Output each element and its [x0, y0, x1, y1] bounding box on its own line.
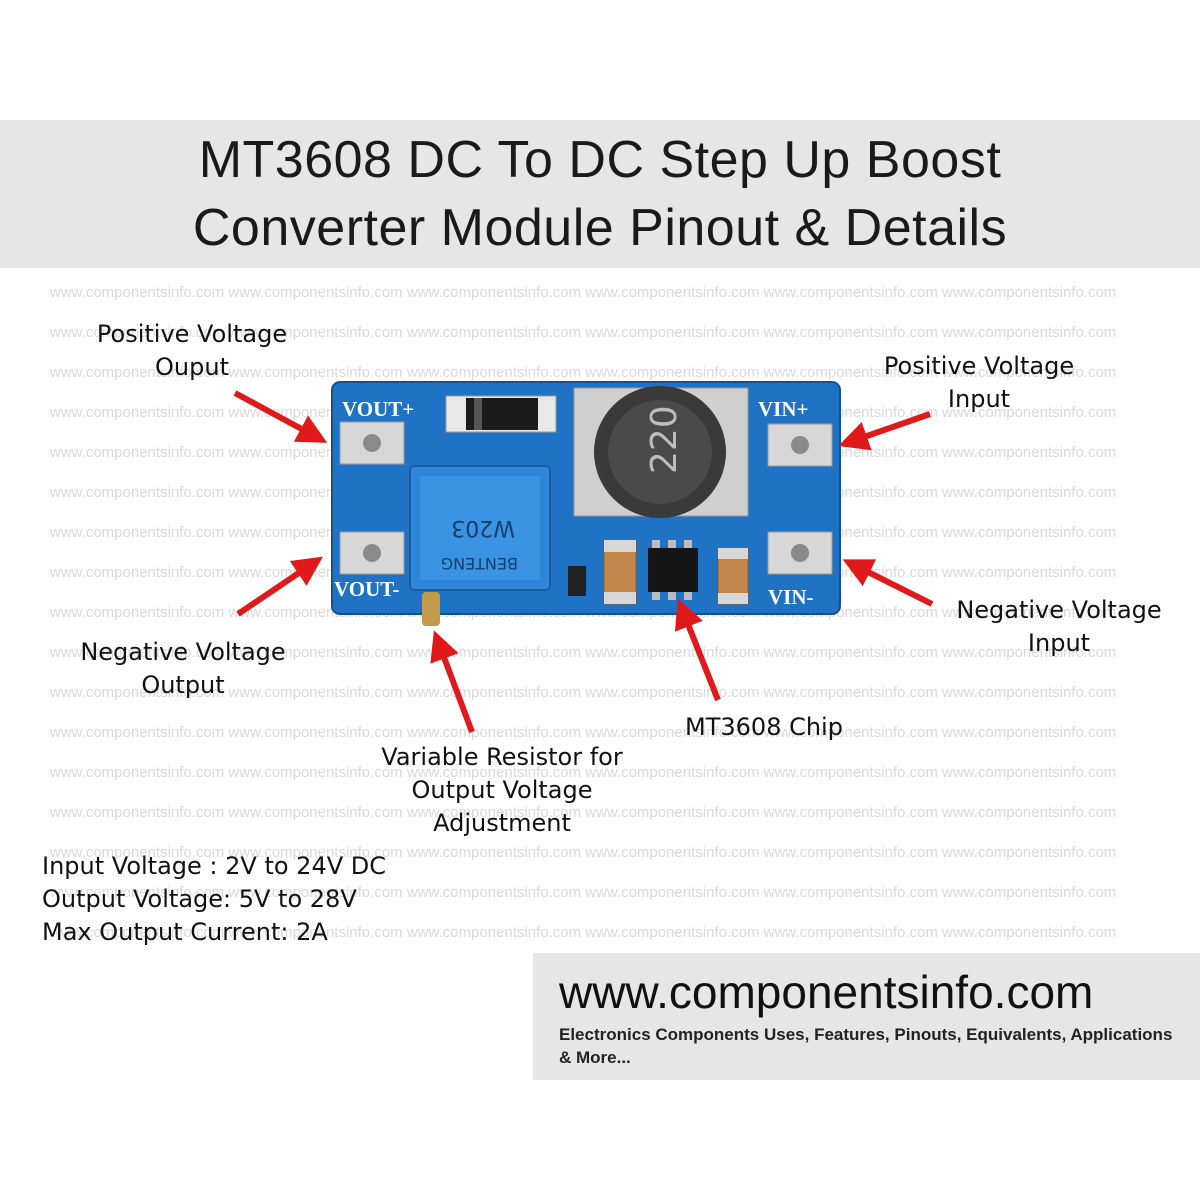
- arrow-vin-pos: [838, 411, 931, 451]
- label-positive-voltage-input: Positive Voltage Input: [883, 352, 1075, 413]
- watermark-row: www.componentsinfo.com www.componentsinf…: [50, 644, 1117, 661]
- watermark-row: www.componentsinfo.com www.componentsinf…: [50, 804, 1117, 821]
- footer-banner: www.componentsinfo.com Electronics Compo…: [533, 953, 1200, 1080]
- diode: [445, 395, 557, 433]
- silk-vout-pos: VOUT+: [342, 397, 414, 421]
- title-line-1: MT3608 DC To DC Step Up Boost: [198, 131, 1002, 189]
- watermark-row: www.componentsinfo.com www.componentsinf…: [50, 844, 1117, 861]
- inductor: 220: [573, 386, 749, 518]
- silk-vin-pos: VIN+: [758, 397, 808, 421]
- label-variable-resistor: Variable Resistor for Output Voltage Adj…: [381, 743, 623, 837]
- arrow-vin-neg: [842, 559, 934, 607]
- footer-tagline: Electronics Components Uses, Features, P…: [559, 1025, 1173, 1067]
- title-banner: [0, 120, 1200, 268]
- watermark-row: www.componentsinfo.com www.componentsinf…: [50, 324, 1117, 341]
- arrow-vout-pos: [233, 390, 328, 443]
- watermark-row: www.componentsinfo.com www.componentsinf…: [50, 884, 1117, 901]
- spec-max-current: Max Output Current: 2A: [42, 918, 328, 946]
- spec-output-voltage: Output Voltage: 5V to 28V: [42, 885, 357, 913]
- vin-pos-pad: [767, 423, 833, 467]
- arrow-resistor: [430, 630, 475, 734]
- vin-neg-pad: [767, 531, 833, 575]
- label-mt3608-chip: MT3608 Chip: [685, 713, 843, 741]
- resistor-smd: [568, 566, 586, 596]
- watermark-row: www.componentsinfo.com www.componentsinf…: [50, 284, 1117, 301]
- potentiometer: W203 BENTENG: [409, 465, 551, 626]
- pot-code: W203: [451, 515, 515, 540]
- vout-neg-pad: [339, 531, 405, 575]
- mt3608-chip: [648, 540, 698, 600]
- label-positive-voltage-output: Positive Voltage Ouput: [96, 320, 288, 381]
- capacitor-right: [717, 547, 749, 605]
- label-negative-voltage-input: Negative Voltage Input: [956, 596, 1162, 657]
- pot-brand: BENTENG: [441, 554, 518, 573]
- footer-url[interactable]: www.componentsinfo.com: [559, 966, 1094, 1018]
- arrow-chip: [674, 598, 721, 702]
- spec-input-voltage: Input Voltage : 2V to 24V DC: [42, 852, 387, 880]
- inductor-value: 220: [644, 405, 685, 474]
- watermark-row: www.componentsinfo.com www.componentsinf…: [50, 364, 1117, 381]
- watermark-row: www.componentsinfo.com www.componentsinf…: [50, 684, 1117, 701]
- capacitor-left: [603, 539, 637, 605]
- watermark-row: www.componentsinfo.com www.componentsinf…: [50, 724, 1117, 741]
- silk-vout-neg: VOUT-: [334, 577, 399, 601]
- specifications: Input Voltage : 2V to 24V DC Output Volt…: [42, 850, 386, 949]
- watermark-row: www.componentsinfo.com www.componentsinf…: [50, 764, 1117, 781]
- silk-vin-neg: VIN-: [768, 585, 814, 609]
- vout-pos-pad: [339, 421, 405, 465]
- arrow-vout-neg: [236, 556, 323, 617]
- title-line-2: Converter Module Pinout & Details: [192, 199, 1008, 257]
- watermark-row: www.componentsinfo.com www.componentsinf…: [50, 924, 1117, 941]
- label-negative-voltage-output: Negative Voltage Output: [80, 638, 286, 699]
